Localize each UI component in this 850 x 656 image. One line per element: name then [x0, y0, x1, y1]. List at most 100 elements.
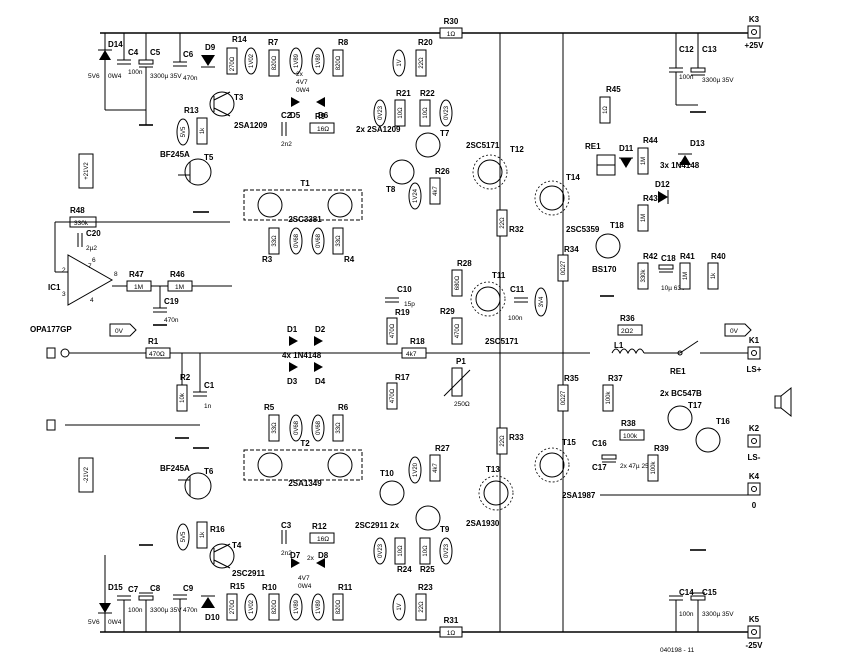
capacitor-c14: C14 100n [669, 588, 694, 632]
resistor-r28: R28 680Ω [451, 259, 472, 297]
r1-ref: R1 [148, 337, 159, 346]
ic1-pin-6: 6 [92, 257, 96, 264]
resistor-r3: R3 33Ω [262, 227, 280, 264]
capacitor-c19: C19 470n [153, 286, 179, 326]
ov-in-text: 0V [115, 328, 124, 335]
resistor-r38: R38 100k [619, 419, 645, 441]
r15-value: 270Ω [230, 599, 236, 614]
t2-ref: T2 [300, 439, 310, 448]
volt-0v68-d: 0V68 [316, 420, 322, 435]
transistor-t4: T4 2SC2911 [209, 541, 265, 578]
connector-k4: K4 0 [747, 472, 761, 510]
r45-value: 1Ω [603, 106, 609, 114]
vprobe-1v24: 1V24 [408, 182, 422, 210]
d13-ref: D13 [690, 139, 705, 148]
r16-ref: R16 [210, 525, 225, 534]
resistor-r12: R12 16Ω [309, 522, 335, 544]
resistor-r16: R16 1k [196, 521, 225, 549]
t14-part: 2SC5359 [566, 225, 600, 234]
resistor-r39: R39 100k [647, 444, 669, 482]
c3-value: 2n2 [281, 550, 292, 557]
c12-ref: C12 [679, 45, 694, 54]
c10-ref: C10 [397, 285, 412, 294]
r31-ref: R31 [444, 616, 459, 625]
transistor-t8: T8 [386, 159, 415, 194]
r48-value: 330k [74, 220, 89, 227]
r6-value: 33Ω [336, 422, 342, 434]
c16-ref: C16 [592, 439, 607, 448]
c3-ref: C3 [281, 521, 292, 530]
k2-ref: K2 [749, 424, 760, 433]
d10-ref: D10 [205, 613, 220, 622]
t1-ref: T1 [300, 179, 310, 188]
resistor-r13: R13 1k [184, 106, 208, 145]
re1-ref: RE1 [585, 142, 601, 151]
d5d6-w: 0W4 [296, 87, 310, 94]
c13-ref: C13 [702, 45, 717, 54]
c4-ref: C4 [128, 48, 139, 57]
volt-5v5-b: 5V5 [181, 531, 187, 542]
k1-ref: K1 [749, 336, 760, 345]
volt-1v-b: 1V [397, 603, 403, 610]
resistor-r34: R34 0Ω27 [557, 245, 579, 282]
resistor-r45: R45 1Ω [599, 85, 621, 124]
k4-ref: K4 [749, 472, 760, 481]
r42-ref: R42 [643, 252, 658, 261]
d11d13-part: 3x 1N4148 [660, 161, 700, 170]
d7-ref: D7 [290, 551, 301, 560]
r24-ref: R24 [397, 565, 412, 574]
r38-ref: R38 [621, 419, 636, 428]
r11-ref: R11 [338, 583, 353, 592]
d1d4-part: 4x 1N4148 [282, 351, 322, 360]
r19-value: 470Ω [390, 323, 396, 338]
r43-value: 1M [641, 214, 647, 222]
t2-part: 2SA1349 [288, 479, 322, 488]
r33-value: 22Ω [500, 435, 506, 447]
r12-ref: R12 [312, 522, 327, 531]
resistor-r29: R29 470Ω [440, 307, 463, 345]
r26-value: 4k7 [433, 186, 439, 196]
r6-ref: R6 [338, 403, 349, 412]
capacitor-c8: C8 3300µ 35V [138, 584, 182, 632]
t9t10-part: 2SC2911 2x [355, 521, 400, 530]
resistor-r21: R21 10Ω [394, 89, 411, 127]
volt-1v89-d: 1V89 [316, 599, 322, 614]
led-d10: D10 [201, 595, 220, 622]
t10-ref: T10 [380, 469, 394, 478]
resistor-r14: R14 270Ω [226, 35, 247, 75]
c8-ref: C8 [150, 584, 161, 593]
resistor-r1: R1 470Ω [145, 337, 171, 359]
resistor-r19: R19 470Ω [386, 308, 410, 345]
r2-value: 10k [180, 392, 186, 403]
c11-value: 100n [508, 315, 523, 322]
c11-ref: C11 [510, 285, 525, 294]
connector-k2: K2 LS- [747, 424, 761, 462]
transistor-t16: T16 [695, 417, 730, 453]
r21-value: 10Ω [398, 107, 404, 119]
potentiometer-p1: P1 250Ω [443, 357, 471, 408]
k3-ref: K3 [749, 15, 760, 24]
vprobe-3v4: 3V4 [534, 287, 548, 317]
d8-ref: D8 [318, 551, 329, 560]
d12-ref: D12 [655, 180, 670, 189]
volt-0v23-a: 0V23 [378, 105, 384, 120]
c13-value: 3300µ 35V [702, 77, 734, 84]
transistor-t17: T17 [667, 401, 702, 431]
volt-0v68-b: 0V68 [316, 233, 322, 248]
resistor-r22: R22 10Ω [419, 89, 435, 127]
r8-value: 820Ω [336, 55, 342, 70]
resistor-r6: R6 33Ω [332, 403, 349, 442]
resistor-r25: R25 10Ω [419, 537, 435, 574]
r16-value: 1k [200, 531, 206, 538]
capacitor-c1: C1 1n [193, 353, 215, 410]
dual-transistor-t1: T1 2SC3381 [243, 179, 363, 224]
t9-ref: T9 [440, 525, 450, 534]
vprobe-0v68-c: 0V68 [289, 414, 303, 442]
r15-ref: R15 [230, 582, 245, 591]
r21-ref: R21 [396, 89, 411, 98]
mosfet-t18: T18 BS170 [592, 221, 624, 274]
volt-0v23-d: 0V23 [444, 543, 450, 558]
r47-ref: R47 [129, 270, 144, 279]
r48-ref: R48 [70, 206, 85, 215]
r42-value: 330k [641, 268, 647, 282]
